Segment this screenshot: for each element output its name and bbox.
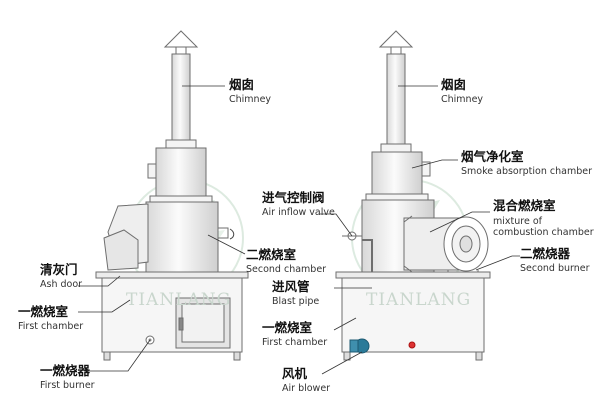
watermark-left: TIANLANG bbox=[126, 290, 232, 310]
label-zh: 一燃烧室 bbox=[262, 320, 313, 335]
label-zh: 进气控制阀 bbox=[262, 190, 325, 205]
label-ash-door: 清灰门 Ash door bbox=[40, 262, 83, 290]
label-zh: 烟气净化室 bbox=[461, 149, 524, 164]
label-en: Blast pipe bbox=[272, 295, 320, 307]
label-en: Chimney bbox=[229, 93, 272, 105]
label-en: First burner bbox=[40, 379, 95, 391]
watermark-right: TIANLANG bbox=[366, 290, 472, 310]
label-first-chamber-left: 一燃烧室 First chamber bbox=[18, 304, 84, 332]
label-second-chamber-left: 二燃烧室 Second chamber bbox=[246, 247, 327, 275]
label-mixture-chamber: 混合燃烧室 mixture of combustion chamber bbox=[493, 198, 597, 239]
label-en: Smoke absorption chamber bbox=[461, 165, 592, 177]
label-zh: 混合燃烧室 bbox=[493, 198, 556, 213]
label-zh: 清灰门 bbox=[40, 262, 78, 277]
label-zh: 烟囱 bbox=[229, 77, 255, 92]
label-chimney-right: 烟囱 Chimney bbox=[441, 77, 484, 105]
label-first-burner: 一燃烧器 First burner bbox=[40, 363, 95, 391]
label-air-blower: 风机 Air blower bbox=[282, 366, 331, 394]
label-en: Chimney bbox=[441, 93, 484, 105]
label-second-burner: 二燃烧器 Second burner bbox=[520, 246, 590, 274]
label-zh: 一燃烧室 bbox=[18, 304, 69, 319]
label-zh: 烟囱 bbox=[441, 77, 467, 92]
label-zh: 一燃烧器 bbox=[40, 363, 91, 378]
label-first-chamber-right: 一燃烧室 First chamber bbox=[262, 320, 328, 348]
label-blast-pipe: 进风管 Blast pipe bbox=[272, 279, 320, 307]
label-en: Air blower bbox=[282, 382, 331, 394]
left-incinerator bbox=[95, 30, 249, 361]
label-en: Second burner bbox=[520, 262, 590, 274]
label-air-inflow-valve: 进气控制阀 Air inflow valve bbox=[262, 190, 335, 218]
label-chimney-left: 烟囱 Chimney bbox=[229, 77, 272, 105]
label-smoke-absorption: 烟气净化室 Smoke absorption chamber bbox=[461, 149, 592, 177]
label-en: First chamber bbox=[18, 320, 84, 332]
label-zh: 二燃烧室 bbox=[246, 247, 297, 262]
label-en: mixture of combustion chamber bbox=[493, 215, 594, 239]
label-en: Air inflow valve bbox=[262, 206, 335, 218]
label-en: Ash door bbox=[40, 278, 83, 290]
label-en: First chamber bbox=[262, 336, 328, 348]
right-incinerator bbox=[335, 30, 491, 361]
label-en: Second chamber bbox=[246, 263, 327, 275]
label-zh: 风机 bbox=[282, 366, 308, 381]
label-zh: 二燃烧器 bbox=[520, 246, 571, 261]
leader-lines bbox=[78, 85, 520, 375]
label-zh: 进风管 bbox=[272, 279, 310, 294]
